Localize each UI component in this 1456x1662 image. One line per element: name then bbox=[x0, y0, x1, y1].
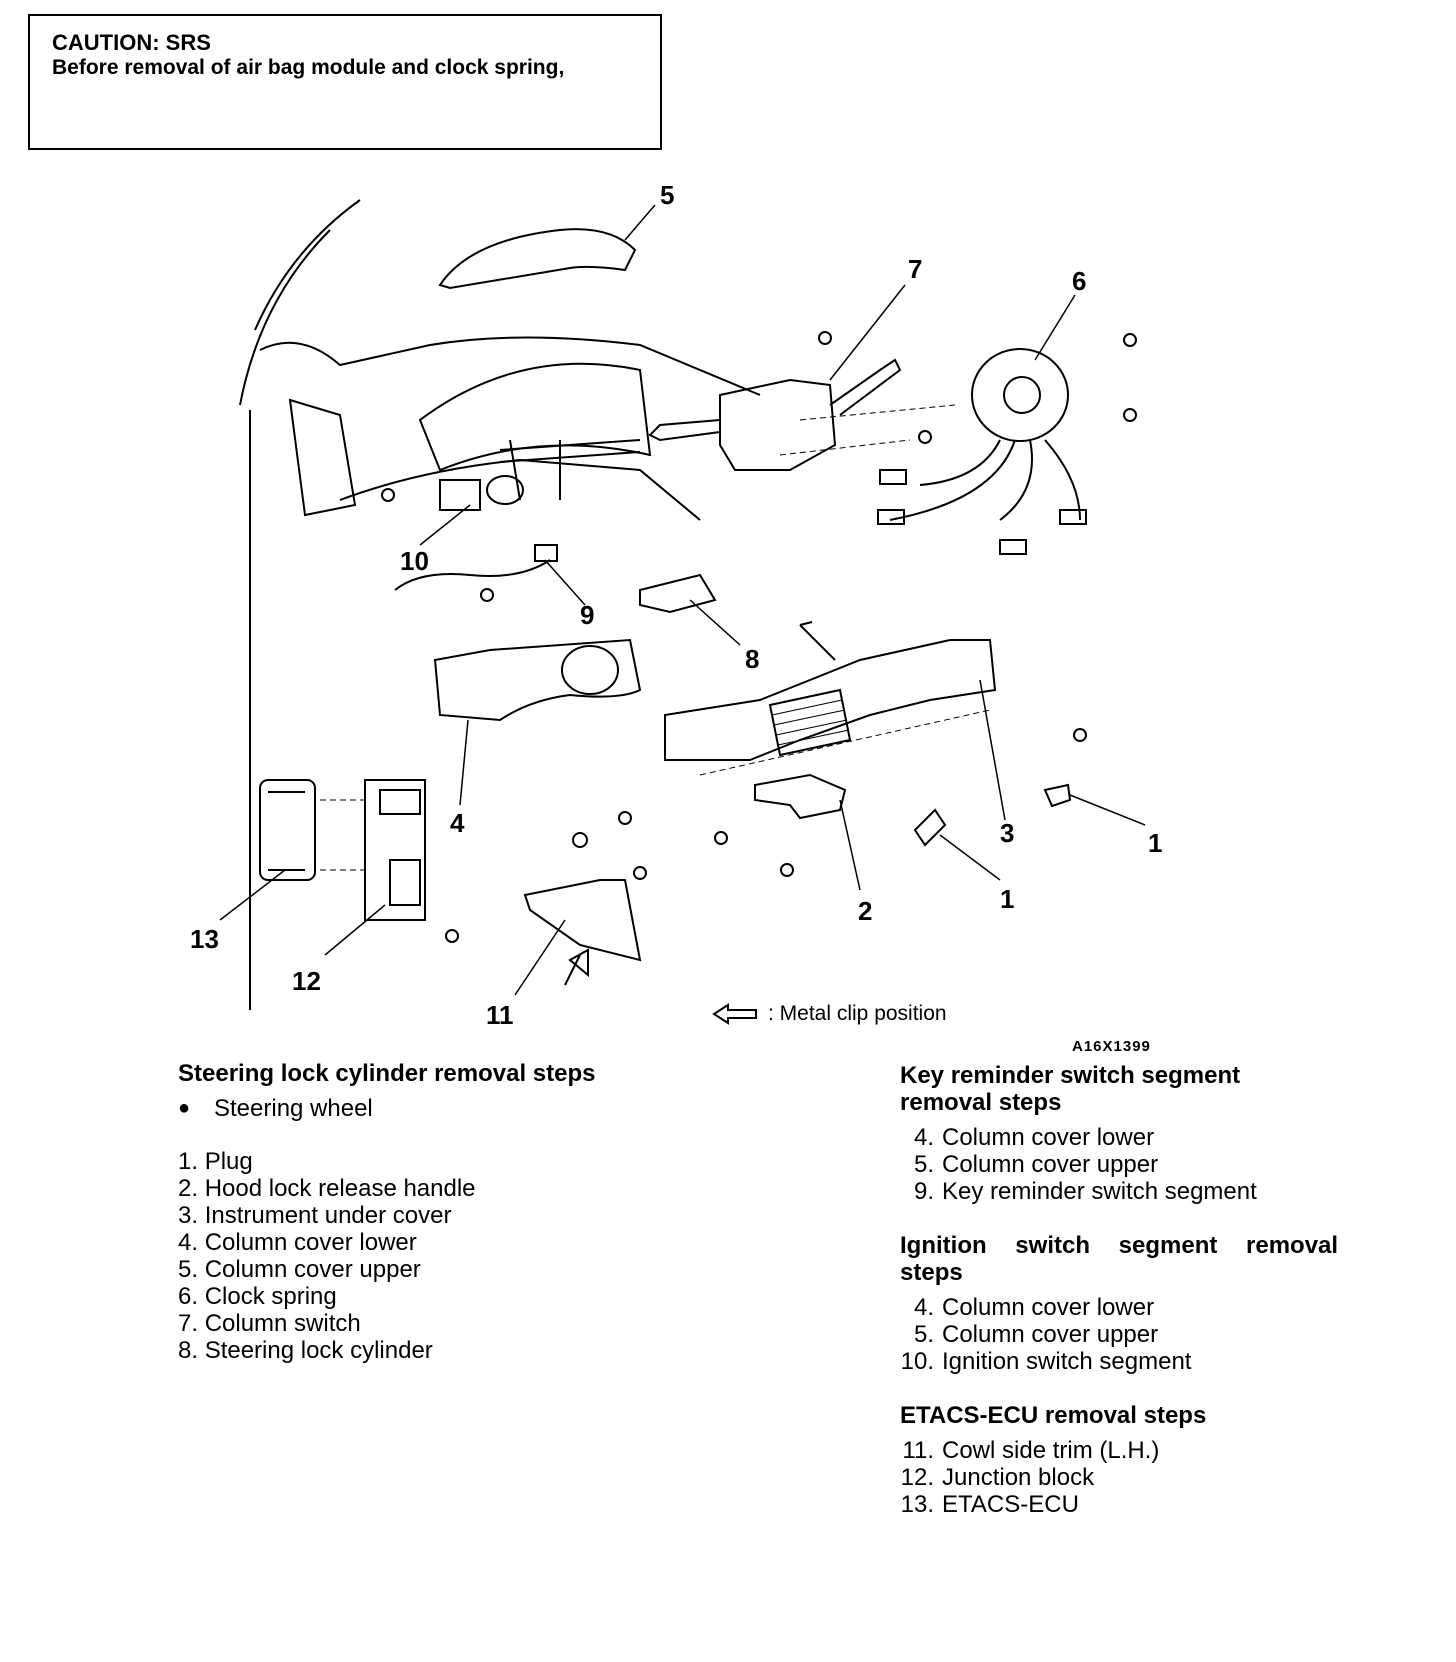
list-item: 11.Cowl side trim (L.H.) bbox=[902, 1437, 1160, 1464]
callout-4: 4 bbox=[450, 808, 465, 838]
list-item: 1. Plug bbox=[178, 1148, 253, 1175]
junction-block bbox=[364, 779, 426, 921]
dashboard-outline bbox=[259, 336, 761, 396]
callout-9: 9 bbox=[580, 600, 595, 630]
alignment-lines bbox=[320, 404, 991, 871]
figure-code: A16X1399 bbox=[1072, 1038, 1151, 1055]
exploded-view-diagram bbox=[219, 199, 1146, 1010]
callout-5: 5 bbox=[660, 180, 675, 210]
callout-8: 8 bbox=[745, 644, 760, 674]
list-item: 7. Column switch bbox=[178, 1310, 361, 1337]
callout-6: 6 bbox=[1072, 266, 1087, 296]
metal-clip-arrow-lower bbox=[564, 948, 589, 986]
leader-lines bbox=[219, 204, 1146, 996]
metal-clip-arrow-upper bbox=[799, 621, 836, 661]
ignition-steps: Ignition switch segment removal steps 4.… bbox=[900, 1232, 1410, 1375]
steering-lock-cylinder bbox=[639, 573, 717, 614]
ignition-title-1: Ignition switch segment removal bbox=[900, 1232, 1339, 1259]
key-reminder-wire bbox=[394, 559, 551, 591]
caution-box: CAUTION: SRS Before removal of air bag m… bbox=[28, 14, 662, 150]
ignition-switch-segment bbox=[439, 479, 481, 511]
callout-7: 7 bbox=[908, 254, 923, 284]
key-reminder-title-1: Key reminder switch segment bbox=[900, 1062, 1241, 1089]
callout-10: 10 bbox=[400, 546, 429, 576]
etacs-steps: ETACS-ECU removal steps 11.Cowl side tri… bbox=[900, 1402, 1410, 1518]
list-item: 13.ETACS-ECU bbox=[900, 1491, 1079, 1518]
steering-lock-steps: Steering lock cylinder removal steps ●St… bbox=[178, 1060, 738, 1364]
callout-13: 13 bbox=[190, 924, 219, 954]
dashboard-lower bbox=[339, 458, 701, 521]
bullet-item: ●Steering wheel bbox=[178, 1095, 373, 1122]
callout-1-lower: 1 bbox=[1000, 884, 1015, 914]
list-item: 4.Column cover lower bbox=[913, 1294, 1155, 1321]
left-side-panel bbox=[249, 398, 357, 1010]
etacs-title: ETACS-ECU removal steps bbox=[900, 1402, 1207, 1429]
hollow-arrow-icon bbox=[712, 1003, 757, 1025]
metal-clip-label: : Metal clip position bbox=[768, 1002, 947, 1025]
column-switch-lever-left bbox=[648, 419, 721, 442]
key-reminder-title-2: removal steps bbox=[900, 1089, 1062, 1116]
ignition-title-2: steps bbox=[900, 1259, 963, 1286]
bullet-icon: ● bbox=[178, 1097, 191, 1119]
clock-spring-wires bbox=[889, 439, 1081, 521]
list-item: 5.Column cover upper bbox=[913, 1151, 1159, 1178]
list-item: 8. Steering lock cylinder bbox=[178, 1337, 433, 1364]
etacs-ecu bbox=[259, 779, 316, 881]
callout-2: 2 bbox=[858, 896, 873, 926]
list-item: 4.Column cover lower bbox=[913, 1124, 1155, 1151]
list-item: 5. Column cover upper bbox=[178, 1256, 421, 1283]
plug-upper bbox=[1043, 783, 1072, 808]
caution-text: Before removal of air bag module and clo… bbox=[52, 56, 565, 79]
clock-spring bbox=[971, 348, 1069, 442]
list-item: 12.Junction block bbox=[900, 1464, 1095, 1491]
list-item: 9.Key reminder switch segment bbox=[913, 1178, 1257, 1205]
column-switch bbox=[719, 378, 837, 471]
instrument-under-cover bbox=[664, 639, 997, 761]
callout-11: 11 bbox=[486, 1000, 514, 1030]
column-switch-lever-right bbox=[829, 358, 902, 416]
steering-lock-title: Steering lock cylinder removal steps bbox=[178, 1060, 596, 1087]
list-item: 2. Hood lock release handle bbox=[178, 1175, 476, 1202]
metal-clip-legend: : Metal clip position bbox=[712, 1002, 947, 1026]
list-item: 4. Column cover lower bbox=[178, 1229, 417, 1256]
column-cover-upper bbox=[438, 228, 637, 290]
instrument-cluster-hood bbox=[418, 362, 652, 472]
key-reminder-steps: Key reminder switch segment removal step… bbox=[900, 1062, 1410, 1205]
steering-column bbox=[499, 439, 641, 501]
caution-title: CAUTION: SRS bbox=[52, 30, 211, 55]
callout-1-upper: 1 bbox=[1148, 828, 1163, 858]
list-item: 3. Instrument under cover bbox=[178, 1202, 452, 1229]
hood-lock-release-handle bbox=[754, 773, 847, 820]
plug-lower bbox=[913, 808, 947, 847]
list-item: 5.Column cover upper bbox=[913, 1321, 1159, 1348]
callout-3: 3 bbox=[1000, 818, 1015, 848]
screws bbox=[381, 331, 1137, 943]
column-cover-lower bbox=[433, 638, 642, 722]
callout-12: 12 bbox=[292, 966, 321, 996]
cowl-side-trim bbox=[523, 879, 642, 962]
list-item: 10.Ignition switch segment bbox=[900, 1348, 1192, 1375]
a-pillar-outline bbox=[239, 199, 361, 406]
list-item: 6. Clock spring bbox=[178, 1283, 337, 1310]
